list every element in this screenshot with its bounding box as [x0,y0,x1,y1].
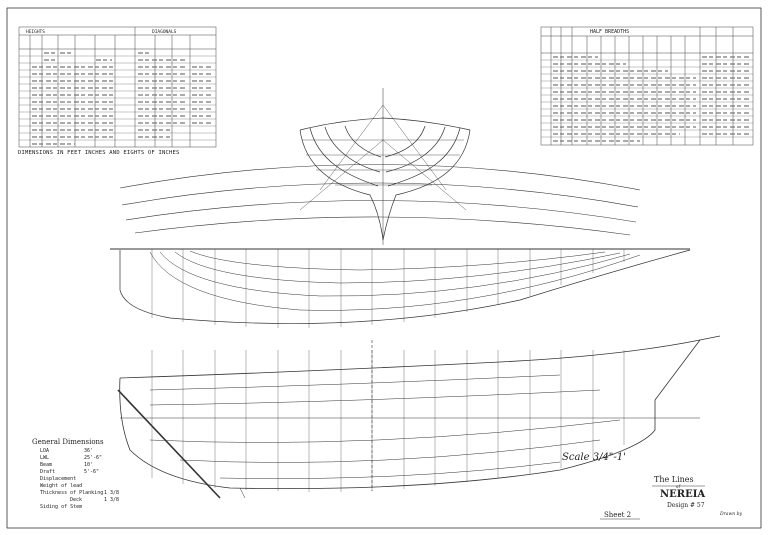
gd-value: 25'-6" [84,455,103,461]
gd-label: Draft [40,469,56,475]
gd-label: Deck [70,497,83,503]
sheet-border [6,7,762,529]
signature: Drawn by [720,512,743,517]
half-breadths-entries [553,56,750,142]
gd-value: 1 3/8 [104,490,120,496]
title-block-line-2: of [676,484,681,489]
diagonals-table-title: DIAGONALS [152,30,177,35]
title-block-design-number: Design # 57 [667,502,705,509]
offsets-table-entries [32,52,213,145]
gd-value: 5'-6" [84,469,100,475]
body-plan [299,88,471,245]
half-breadths-table [540,26,754,146]
title-block-lines [600,485,705,520]
gd-label: Siding of Stem [40,504,83,510]
gd-value: 1 3/8 [104,497,120,503]
gd-label: Beam [40,462,53,468]
title-block-line-1: The Lines [654,475,694,484]
title-block-boat-name: NEREIA [660,489,706,500]
offsets-table-title: HEIGHTS [26,30,45,35]
gd-label: Thickness of Planking [40,490,104,496]
gd-value: 10' [84,462,94,468]
diagonal-curves [119,164,641,236]
half-breadths-table-title: HALF BREADTHS [590,29,630,35]
profile-plan [117,335,721,499]
gd-label: Displacement [40,476,77,482]
scale-note: Scale 3/4"-1' [562,452,626,463]
gd-label: LOA [40,448,50,454]
general-dimensions-title: General Dimensions [32,438,104,446]
dimensions-note: DIMENSIONS IN FEET INCHES AND EIGHTS OF … [18,150,180,156]
gd-value: 36' [84,448,94,454]
sheet-number: Sheet 2 [604,511,632,519]
offsets-table [18,26,217,148]
gd-label: Weight of lead [40,483,83,489]
gd-label: LWL [40,455,50,461]
half-breadth-plan [110,248,691,328]
